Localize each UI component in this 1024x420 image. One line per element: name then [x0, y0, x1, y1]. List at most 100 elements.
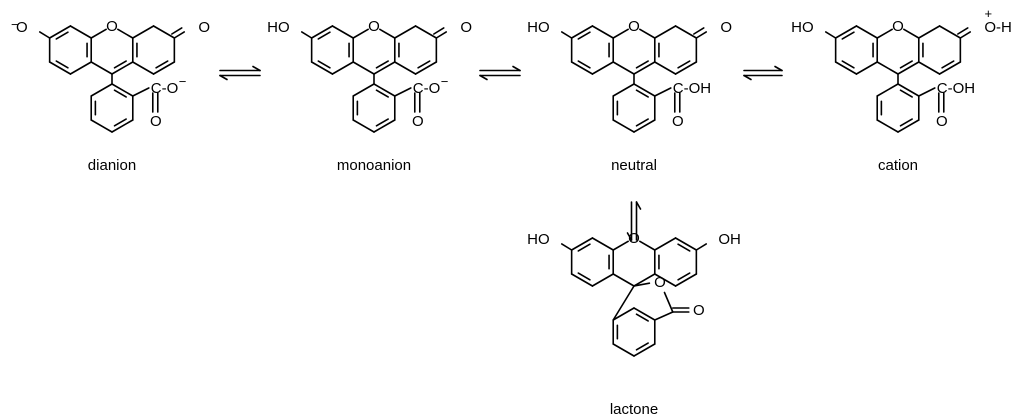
species-caption: lactone — [610, 401, 658, 418]
central-ring-bond — [639, 28, 656, 39]
carboxyl-bond — [653, 87, 672, 97]
equilibrium-arrow — [626, 201, 642, 241]
central-ring-bond — [897, 61, 920, 75]
right-ring-bond — [938, 61, 962, 75]
pendant-ring-bond — [612, 83, 635, 97]
lactone-bond — [633, 282, 651, 287]
right-ring-double-bond — [677, 272, 691, 281]
central-ring-bond — [90, 28, 107, 39]
pendant-ring-bond — [633, 343, 656, 357]
right-ring-bond — [152, 25, 176, 39]
right-ring-bond — [938, 25, 962, 39]
ring-oxygen-label: O — [892, 18, 904, 35]
right-substituent-bond — [695, 243, 708, 251]
left-substituent-bond — [38, 31, 51, 39]
central-ring-bond — [612, 28, 629, 39]
right-ring-double-bond — [941, 60, 955, 69]
carboxyl-label: C-O — [413, 80, 441, 97]
lactone-bond — [612, 285, 635, 321]
arrow-forward-head — [774, 65, 783, 72]
carboxyl-charge-label: − — [441, 74, 449, 89]
carboxyl-label: C-O — [151, 80, 179, 97]
left-ring-double-bond — [577, 272, 591, 281]
central-ring-bond — [352, 61, 375, 75]
right-substituent-double-bond — [171, 27, 183, 35]
central-double-bond — [635, 60, 649, 69]
central-double-bond — [375, 60, 389, 69]
left-ring-bond — [570, 273, 594, 287]
right-ring-bond — [653, 273, 677, 287]
pendant-ring-bond — [111, 83, 134, 97]
left-ring-bond — [310, 25, 334, 39]
left-ring-bond — [591, 25, 615, 39]
central-ring-bond — [612, 240, 629, 251]
ring-oxygen-label: O — [628, 18, 640, 35]
right-ring-bond — [674, 237, 698, 251]
carboxyl-charge-label: − — [179, 74, 187, 89]
pendant-ring-double-bond — [375, 89, 389, 98]
arrow-reverse-head — [635, 201, 642, 210]
pendant-ring-double-bond — [113, 89, 127, 98]
carbonyl-oxygen-label: O — [693, 302, 705, 319]
left-ring-bond — [69, 61, 93, 75]
equilibrium-arrow — [219, 65, 261, 81]
pendant-ring-double-bond — [635, 89, 649, 98]
left-ring-bond — [48, 25, 72, 39]
arrow-reverse-head — [479, 74, 488, 81]
right-ring-bond — [674, 61, 698, 75]
right-ring-bond — [674, 273, 698, 287]
pendant-ring-bond — [373, 83, 396, 97]
central-ring-bond — [612, 273, 635, 287]
pendant-ring-double-bond — [635, 313, 649, 322]
central-ring-bond — [111, 61, 134, 75]
species-caption: monoanion — [337, 157, 411, 174]
ring-oxygen-label: O — [106, 18, 118, 35]
pendant-ring-bond — [633, 307, 656, 321]
left-substituent-bond — [824, 31, 837, 39]
central-ring-bond — [876, 28, 893, 39]
pendant-ring-bond — [111, 119, 134, 133]
right-ring-bond — [393, 25, 417, 39]
right-substituent-label: O — [720, 19, 732, 36]
left-ring-double-bond — [55, 31, 69, 40]
carboxyl-label: C-OH — [673, 80, 711, 97]
equilibrium-arrow — [479, 65, 521, 81]
arrow-reverse-head — [743, 74, 752, 81]
carbonyl-oxygen-label: O — [150, 113, 162, 130]
left-ring-bond — [310, 61, 334, 75]
pendant-ring-bond — [352, 83, 375, 97]
carbonyl-oxygen-label: O — [672, 113, 684, 130]
right-ring-bond — [152, 61, 176, 75]
right-ring-bond — [131, 61, 155, 75]
ring-oxygen-label: O — [628, 230, 640, 247]
pendant-ring-bond — [633, 83, 656, 97]
central-ring-bond — [90, 61, 113, 75]
central-ring-bond — [117, 28, 134, 39]
left-ring-double-bond — [317, 31, 331, 40]
left-ring-bond — [570, 61, 594, 75]
central-double-bond — [113, 60, 127, 69]
right-ring-bond — [131, 25, 155, 39]
right-ring-bond — [653, 237, 677, 251]
left-ring-bond — [331, 25, 355, 39]
left-ring-bond — [834, 61, 858, 75]
carboxyl-bond — [917, 87, 936, 97]
left-substituent-bond — [560, 31, 573, 39]
arrow-forward-head — [626, 232, 633, 241]
left-ring-double-bond — [577, 243, 591, 252]
right-substituent-label: O-H — [984, 19, 1012, 36]
pendant-ring-bond — [612, 119, 635, 133]
pendant-ring-bond — [373, 119, 396, 133]
central-double-bond — [899, 60, 913, 69]
arrow-forward-head — [512, 65, 521, 72]
left-ring-bond — [570, 25, 594, 39]
arrow-forward-head — [252, 65, 261, 72]
left-ring-bond — [69, 25, 93, 39]
left-ring-bond — [591, 273, 615, 287]
right-substituent-bond — [695, 31, 708, 39]
